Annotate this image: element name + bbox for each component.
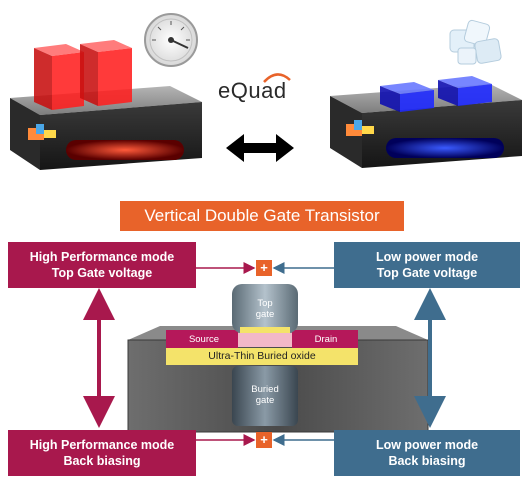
lp-top-gate-box: Low power mode Top Gate voltage — [334, 242, 520, 288]
buried-gate-line1: Buried — [251, 384, 279, 395]
lp-back-bias-box: Low power mode Back biasing — [334, 430, 520, 476]
lp-back-line1: Low power mode — [375, 438, 479, 452]
logo-text: eQuad — [218, 78, 287, 103]
channel — [238, 333, 292, 347]
hot-block-left — [34, 44, 84, 110]
double-arrow-icon — [226, 134, 294, 162]
logo-swoosh — [263, 73, 291, 83]
cool-block-left — [380, 82, 434, 112]
lp-top-line1: Low power mode — [375, 250, 479, 264]
hp-back-bias-box: High Performance mode Back biasing — [8, 430, 196, 476]
buried-oxide — [166, 348, 358, 365]
top-gate — [232, 284, 298, 333]
buried-gate-label: Buried gate — [232, 384, 298, 406]
source-label: Source — [188, 334, 220, 345]
lp-back-line2: Back biasing — [388, 454, 466, 468]
buried-gate — [232, 366, 298, 426]
hp-back-line2: Back biasing — [63, 454, 141, 468]
lp-top-line2: Top Gate voltage — [376, 266, 478, 280]
ice-cubes-icon — [449, 19, 502, 65]
top-plus-label: + — [256, 260, 272, 276]
top-gate-label: Top gate — [232, 298, 298, 320]
drain-label: Drain — [314, 334, 338, 345]
hp-top-gate-box: High Performance mode Top Gate voltage — [8, 242, 196, 288]
bottom-plus-label: + — [256, 432, 272, 448]
hp-top-line1: High Performance mode — [29, 250, 175, 264]
buried-gate-line2: gate — [255, 395, 275, 406]
source-region — [166, 330, 238, 348]
hp-top-line2: Top Gate voltage — [51, 266, 153, 280]
hp-back-line1: High Performance mode — [29, 438, 175, 452]
speedometer-icon — [144, 13, 198, 67]
equad-logo: eQuad — [218, 78, 287, 104]
cool-chip — [330, 76, 522, 168]
drain-region — [292, 330, 358, 348]
top-gate-line2: gate — [255, 309, 275, 320]
cool-block-right — [438, 76, 492, 106]
hot-block-right — [80, 40, 132, 106]
top-illustration — [10, 13, 522, 170]
oxide-label: Ultra-Thin Buried oxide — [208, 350, 316, 362]
top-gate-line1: Top — [257, 298, 273, 309]
hot-chip — [10, 40, 202, 170]
diagram-title: Vertical Double Gate Transistor — [120, 201, 404, 231]
